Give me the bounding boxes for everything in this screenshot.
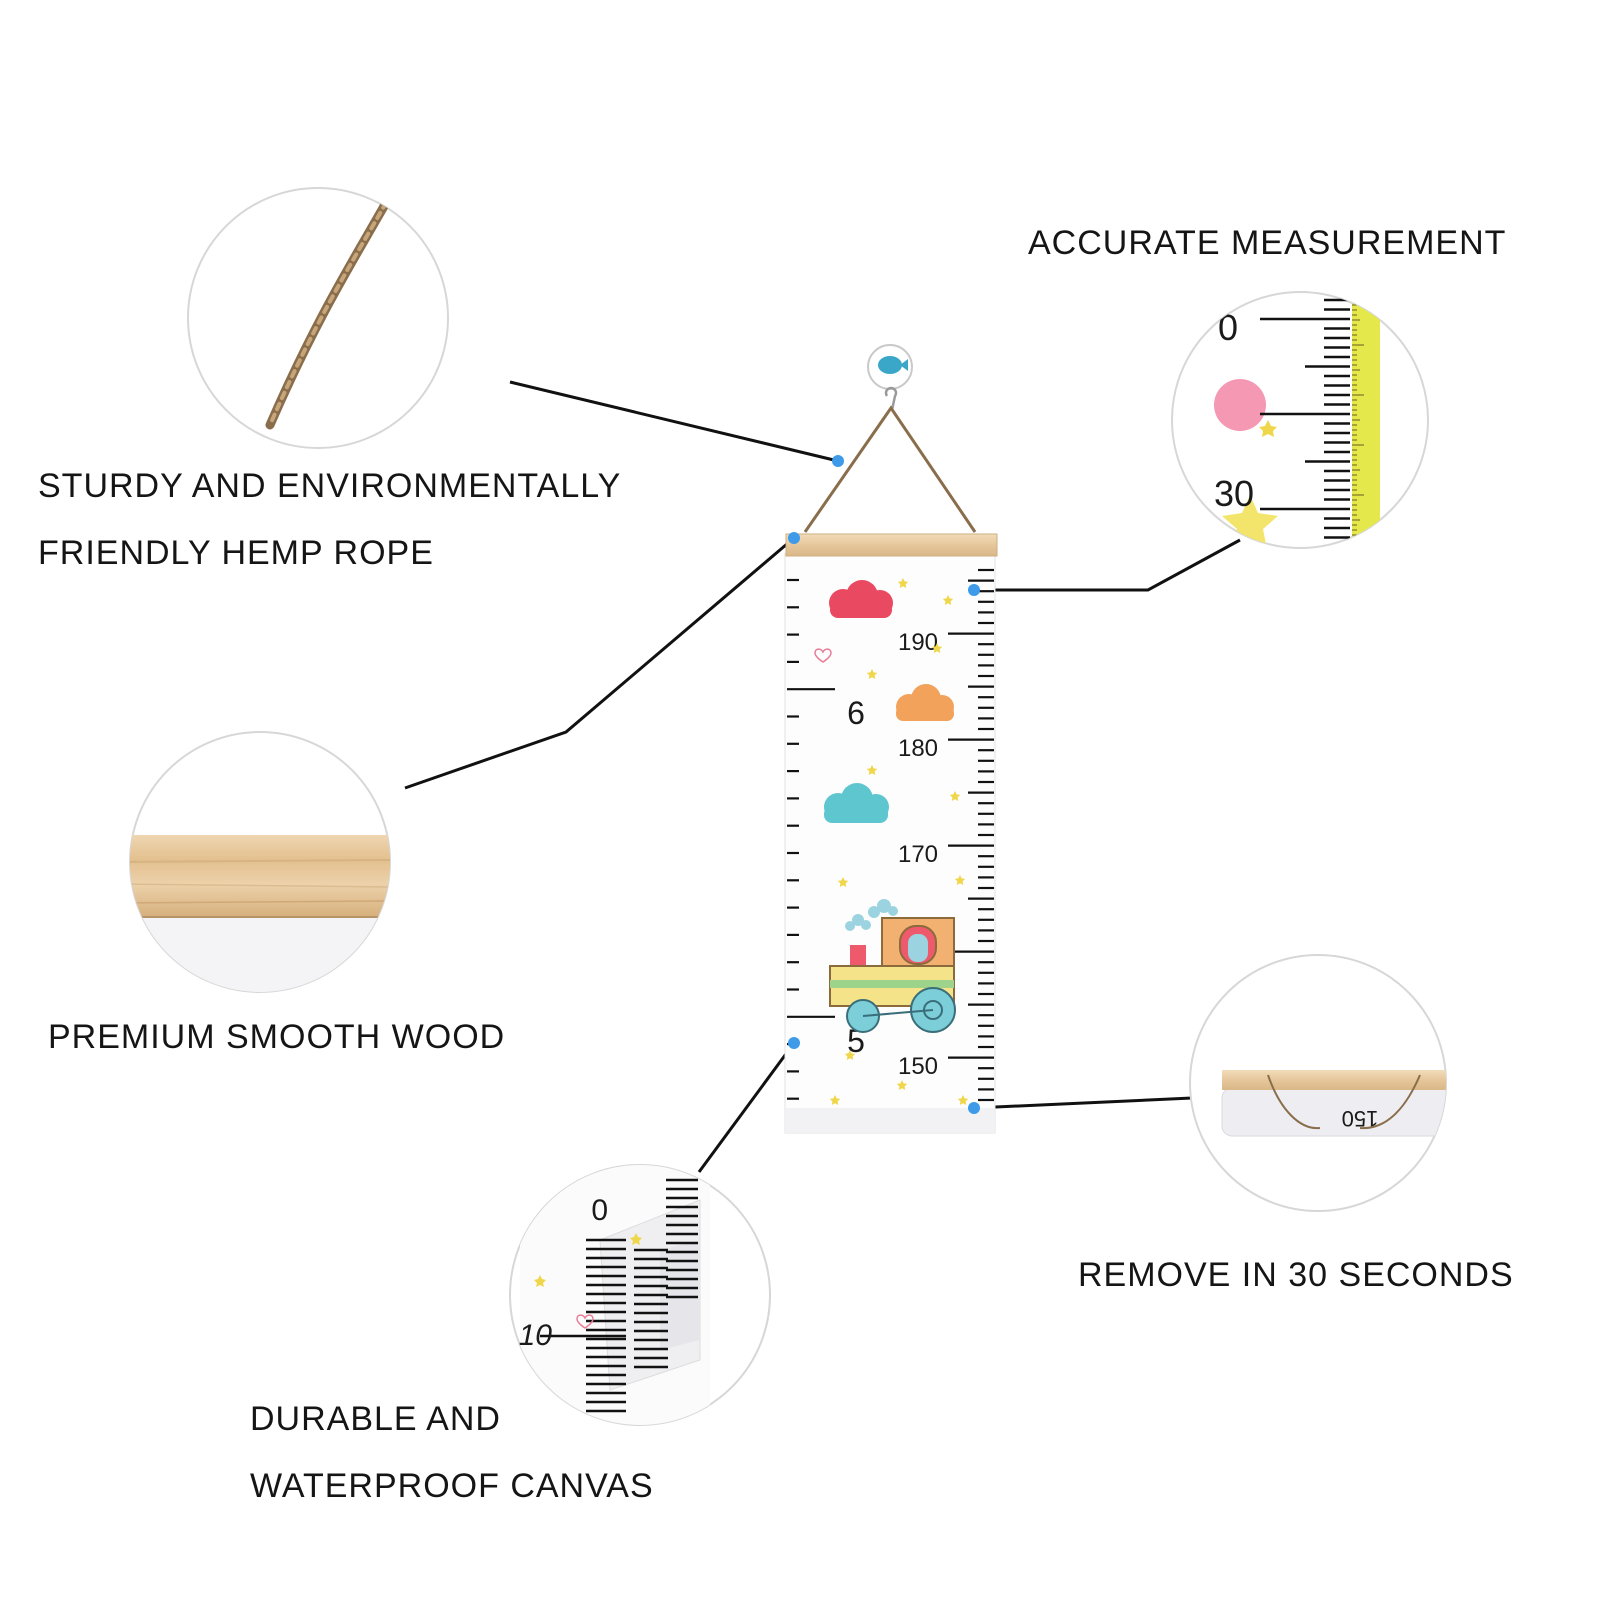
zoom-canvas-label-10: 10 <box>519 1319 553 1352</box>
cloud-icon-red <box>829 580 893 618</box>
anchor-dot-measure <box>968 584 980 596</box>
cloud-icon-orange <box>896 684 954 721</box>
star-icon <box>866 669 878 679</box>
caption-measurement: ACCURATE MEASUREMENT <box>1028 224 1507 262</box>
zoom-measure-label-30: 30 <box>1214 473 1254 514</box>
zoom-rolled-circle: 150 <box>1189 954 1447 1212</box>
cm-label-190: 190 <box>898 629 938 656</box>
anchor-dot-canvas <box>788 1037 800 1049</box>
zoom-rope-circle <box>187 187 449 449</box>
anchor-dots <box>788 455 980 1114</box>
cm-label-180: 180 <box>898 735 938 762</box>
star-icon <box>897 578 909 588</box>
rolled-wood-bar <box>1222 1070 1446 1090</box>
cm-label-170: 170 <box>898 841 938 868</box>
wood-closeup <box>130 835 390 917</box>
star-icon <box>957 1095 969 1105</box>
star-icon <box>829 1095 841 1105</box>
hemp-rope <box>803 405 977 533</box>
caption-canvas-line1: DURABLE AND <box>250 1400 501 1438</box>
caption-remove: REMOVE IN 30 SECONDS <box>1078 1256 1514 1294</box>
caption-wood: PREMIUM SMOOTH WOOD <box>48 1018 506 1056</box>
cloud-icon-blue <box>824 783 889 823</box>
chart-canvas <box>784 552 996 1134</box>
caption-rope-line2: FRIENDLY HEMP ROPE <box>38 534 434 572</box>
rolled-canvas <box>1221 1087 1446 1137</box>
zoom-wood-circle <box>129 731 391 993</box>
star-icon <box>942 595 954 605</box>
wood-bar <box>785 533 998 557</box>
anchor-dot-rope <box>832 455 844 467</box>
zoom-canvas-label-top: 0 <box>591 1194 608 1227</box>
cm-label-150: 150 <box>898 1053 938 1080</box>
star-icon <box>954 875 966 885</box>
train-illustration <box>829 899 956 1033</box>
fish-icon <box>878 356 902 374</box>
caption-canvas-line2: WATERPROOF CANVAS <box>250 1467 654 1505</box>
zoom-canvas-circle: 0 10 <box>509 1164 771 1426</box>
star-icon <box>837 877 849 887</box>
heart-icon <box>814 648 832 663</box>
star-icon <box>896 1080 908 1090</box>
rope-closeup <box>265 188 397 430</box>
growth-chart: 190 180 170 160 150 6 5 <box>784 344 998 1134</box>
caption-rope-line1: STURDY AND ENVIRONMENTALLY <box>38 467 622 505</box>
feet-label-6: 6 <box>847 695 865 731</box>
star-icon <box>844 1050 856 1060</box>
anchor-dot-remove <box>968 1102 980 1114</box>
pink-dot <box>1214 379 1266 431</box>
tape-measure <box>1352 292 1380 548</box>
star-icon <box>931 643 943 653</box>
zoom-measurement-circle: 0 30 <box>1171 291 1429 549</box>
anchor-dot-wood <box>788 532 800 544</box>
star-icon <box>1259 420 1277 437</box>
connector-lines <box>404 380 1241 1173</box>
star-icon <box>866 765 878 775</box>
star-icon <box>949 791 961 801</box>
